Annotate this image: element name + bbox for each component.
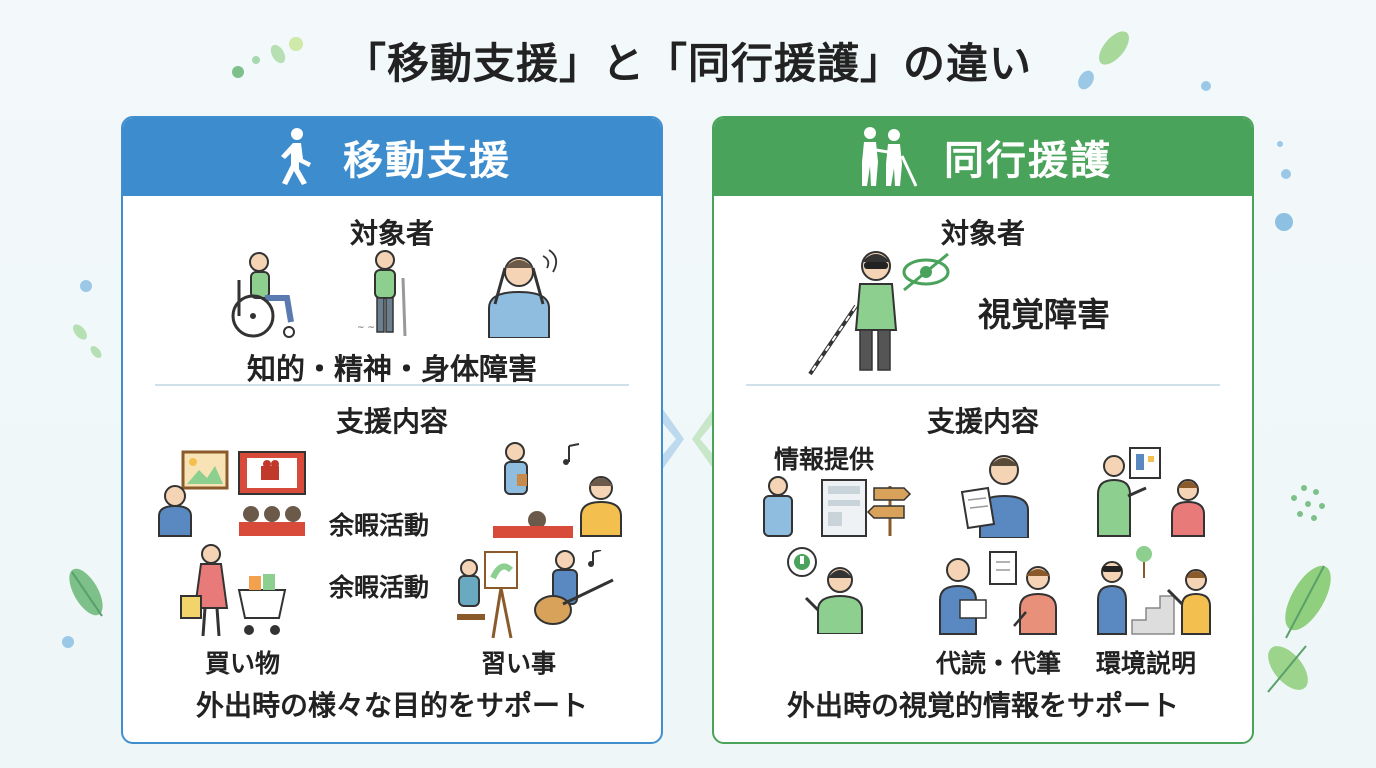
caption-lessons: 習い事: [481, 649, 557, 678]
leaf-decoration-top-left: [232, 37, 303, 78]
guide-explaining-illustration: [1097, 447, 1205, 537]
left-divider: [155, 384, 629, 386]
guide-and-cane-user-icon: [862, 127, 918, 187]
right-footer: 外出時の視覚的情報をサポート: [786, 689, 1179, 722]
chevron-left-icon: [692, 408, 726, 470]
reading-document-illustration: [960, 455, 1029, 538]
accompanying-support-panel: 同行援護 対象者 視覚障害 支援内容 情報提供: [712, 116, 1254, 744]
caption-environment: 環境説明: [1096, 649, 1197, 678]
caption-reading: 代読・代筆: [936, 649, 1062, 678]
wheelchair-user-illustration: [231, 252, 295, 338]
right-target-value: 視覚障害: [978, 295, 1110, 334]
caption-leisure-1: 余暇活動: [329, 511, 430, 540]
left-target-label: 対象者: [349, 217, 434, 250]
svg-text:~ ~: ~ ~: [357, 323, 375, 333]
mobility-support-header: 移動支援: [123, 118, 661, 196]
proxy-reading-writing-illustration: [939, 551, 1057, 635]
caption-info: 情報提供: [774, 445, 875, 474]
dot-decoration-right: [1275, 141, 1293, 231]
leaf-decoration-top-right: [1078, 31, 1211, 91]
painting-and-guitar-illustration: [457, 550, 614, 639]
crutch-user-illustration: ~ ~: [357, 250, 407, 337]
right-target-label: 対象者: [940, 217, 1025, 250]
chevron-right-icon: [650, 408, 684, 470]
left-footer: 外出時の様々な目的をサポート: [195, 689, 588, 722]
right-divider: [746, 384, 1220, 386]
dot-decoration-left: [73, 280, 102, 358]
left-support-label: 支援内容: [335, 405, 448, 438]
shopping-illustration: [180, 544, 287, 637]
page-title: 「移動支援」と「同行援護」の違い: [343, 39, 1032, 88]
mobility-support-panel: 移動支援 対象者 ~ ~ 知的・精神・身体障害 支援内容: [121, 116, 663, 744]
accompanying-support-title: 同行援護: [944, 138, 1112, 184]
leaf-decoration-bottom-right: [1267, 485, 1331, 693]
speaking-person-illustration: [787, 547, 863, 634]
caption-leisure-2: 余暇活動: [329, 573, 430, 602]
caption-shopping: 買い物: [205, 649, 281, 678]
left-target-value: 知的・精神・身体障害: [246, 352, 537, 386]
mobility-support-title: 移動支援: [343, 138, 511, 184]
cinema-illustration: [238, 451, 306, 536]
right-support-label: 支援内容: [926, 405, 1039, 438]
museum-visit-illustration: [158, 450, 229, 537]
leaf-decoration-bottom-left: [62, 568, 103, 648]
information-provision-illustration: [763, 476, 912, 537]
environment-explanation-illustration: [1097, 546, 1211, 635]
concert-illustration: [493, 442, 622, 538]
walking-person-icon: [281, 128, 311, 185]
visually-impaired-person-illustration: [808, 251, 950, 376]
stressed-person-illustration: [488, 249, 558, 338]
accompanying-support-header: 同行援護: [714, 118, 1252, 196]
